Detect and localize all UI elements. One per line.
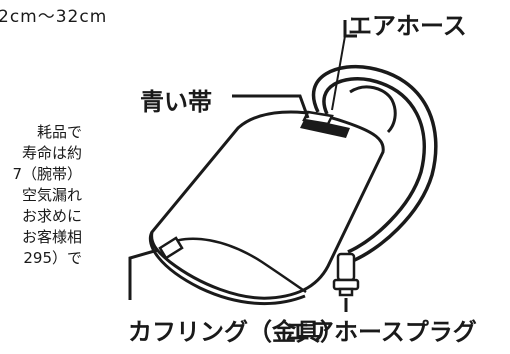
air-hose-outer (311, 64, 438, 264)
body-line-4: 空気漏れ (21, 186, 82, 204)
leader-air-hose-down (331, 35, 346, 111)
plug-body (336, 252, 356, 282)
body-line-6: お客様相 (21, 228, 82, 246)
body-line-5: お求めに (21, 207, 82, 225)
blue-band (300, 118, 350, 138)
leader-coupling (128, 248, 159, 300)
body-line-2: 寿命は約 (21, 144, 82, 162)
plug-ring (332, 278, 360, 291)
plug-tip (338, 287, 354, 297)
air-hose-plug-label: エアホースプラグ (286, 318, 477, 346)
body-line-7: 295）で (23, 249, 82, 267)
leader-blue-band (232, 94, 310, 119)
cuff-size-range: 2cm〜32cm (0, 7, 108, 27)
coupling-label: カフリング（金具） (128, 318, 344, 346)
blue-band-label: 青い帯 (140, 88, 212, 116)
hose-connector (302, 110, 334, 126)
body-line-3: 7（腕帯） (12, 165, 82, 183)
cuff-bottom-layer (148, 231, 306, 305)
cuff-inner-fold (164, 237, 307, 294)
hose-loop (349, 85, 397, 134)
coupling-fitting (158, 236, 184, 260)
body-line-1: 耗品で (36, 123, 82, 141)
air-hose-label: エアホース (348, 12, 467, 40)
